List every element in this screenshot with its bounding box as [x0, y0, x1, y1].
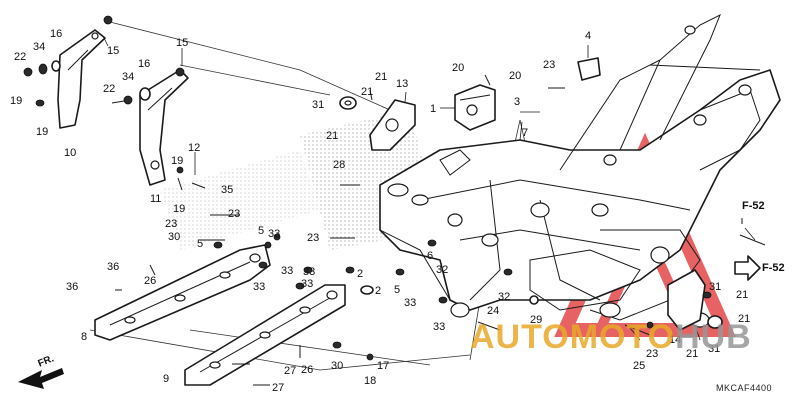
callout-label: 1 — [430, 103, 436, 115]
callout-label: 25 — [633, 360, 645, 372]
front-arrow — [18, 368, 64, 389]
callout-label: 21 — [326, 130, 338, 142]
callout-label: 30 — [331, 360, 343, 372]
callout-label: 16 — [50, 28, 62, 40]
reference-f52-top[interactable]: F-52 — [742, 200, 765, 212]
callout-label: 26 — [301, 364, 313, 376]
callout-labels: 22 34 16 15 19 19 10 15 34 16 22 19 12 1… — [10, 28, 750, 394]
callout-label: 36 — [107, 261, 119, 273]
reference-f52-right[interactable]: F-52 — [762, 262, 785, 274]
callout-label: 8 — [81, 331, 87, 343]
callout-label: 23 — [307, 232, 319, 244]
callout-label: 5 — [394, 284, 400, 296]
callout-label: 5 — [197, 238, 203, 250]
upper-left-bracket — [57, 29, 106, 129]
callout-label: 13 — [396, 78, 408, 90]
callout-label: 4 — [585, 30, 591, 42]
callout-label: 15 — [176, 37, 188, 49]
watermark-part2: HUB — [675, 318, 752, 356]
callout-label: 6 — [427, 250, 433, 262]
callout-label: 19 — [171, 155, 183, 167]
callout-label: 20 — [452, 62, 464, 74]
callout-label: 9 — [163, 373, 169, 385]
nuts — [23, 15, 723, 361]
watermark-text: AUTOMOTOHUB — [470, 318, 752, 357]
callout-label: 29 — [530, 314, 542, 326]
washer — [339, 96, 357, 110]
rear-bracket — [667, 269, 706, 331]
callout-label: 23 — [646, 348, 658, 360]
bolts — [111, 74, 766, 386]
callout-label: 18 — [364, 375, 376, 387]
callout-label: 21 — [686, 348, 698, 360]
callout-label: 32 — [436, 264, 448, 276]
callout-label: 33 — [253, 281, 265, 293]
reference-arrows — [734, 218, 761, 281]
callout-label: 14 — [669, 334, 681, 346]
callout-label: 33 — [303, 266, 315, 278]
callout-label: 2 — [375, 285, 381, 297]
callout-label: 23 — [543, 59, 555, 71]
callout-label: 21 — [738, 313, 750, 325]
callout-label: 21 — [375, 71, 387, 83]
callout-label: 2 — [357, 268, 363, 280]
callout-label: 31 — [708, 343, 720, 355]
callout-label: 17 — [377, 360, 389, 372]
mount-rubber — [577, 57, 601, 81]
callout-label: 22 — [103, 83, 115, 95]
callout-label: 24 — [487, 305, 499, 317]
callout-label: 11 — [150, 193, 161, 205]
callout-label: 28 — [333, 159, 345, 171]
callout-label: 3 — [514, 96, 520, 108]
diagram-code: MKCAF4400 — [716, 383, 773, 393]
callout-label: 7 — [522, 127, 528, 139]
callout-label: 34 — [33, 41, 45, 53]
callout-label: 32 — [498, 291, 510, 303]
callout-label: 22 — [14, 51, 26, 63]
shaded-area-2 — [160, 150, 320, 250]
callout-label: 21 — [736, 289, 748, 301]
callout-label: 5 — [258, 225, 264, 237]
callout-label: 23 — [165, 218, 177, 230]
leader-lines — [102, 35, 756, 341]
lower-rail-right — [184, 284, 346, 386]
callout-label: 27 — [284, 365, 296, 377]
callout-label: 12 — [188, 142, 200, 154]
callout-label: 10 — [64, 147, 76, 159]
plate — [369, 99, 416, 151]
callout-label: 16 — [138, 58, 150, 70]
callout-label: 33 — [301, 278, 313, 290]
callout-label: 20 — [509, 70, 521, 82]
callout-label: 19 — [10, 95, 22, 107]
callout-label: 36 — [66, 281, 78, 293]
lower-rail-left — [94, 244, 271, 341]
watermark-part1: AUTOMOTO — [470, 318, 676, 356]
callout-label: 34 — [122, 71, 134, 83]
callout-label: 27 — [272, 382, 284, 394]
main-frame — [379, 13, 781, 328]
callout-label: 33 — [433, 321, 445, 333]
callout-label: 23 — [228, 208, 240, 220]
callout-label: 33 — [268, 228, 280, 240]
callout-label: 19 — [173, 203, 185, 215]
callout-label: 31 — [709, 281, 721, 293]
callout-label: 33 — [281, 265, 293, 277]
callout-label: 21 — [361, 86, 373, 98]
callout-label: 19 — [36, 126, 48, 138]
callout-label: 26 — [144, 275, 156, 287]
callout-label: 31 — [312, 99, 324, 111]
engine-mount-bracket — [454, 84, 496, 131]
callout-label: 30 — [168, 231, 180, 243]
callout-label: 33 — [404, 297, 416, 309]
callout-label: 15 — [107, 45, 119, 57]
callout-label: 35 — [221, 184, 233, 196]
